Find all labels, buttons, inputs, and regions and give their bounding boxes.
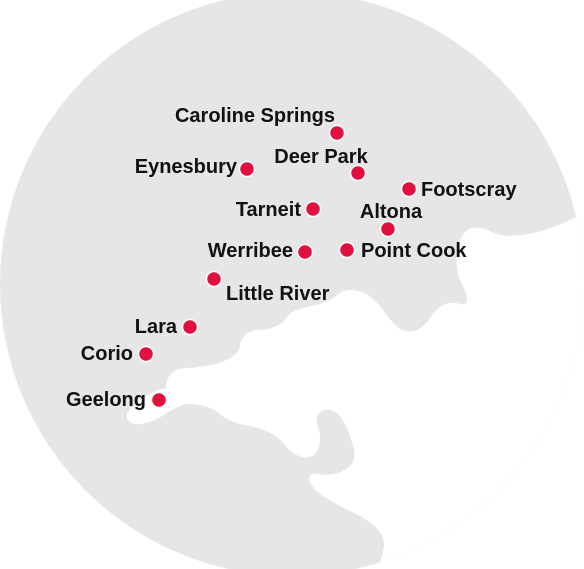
- label-eynesbury: Eynesbury: [135, 156, 238, 178]
- marker-corio[interactable]: [137, 345, 155, 363]
- marker-deer-park[interactable]: [349, 164, 367, 182]
- label-werribee: Werribee: [208, 240, 293, 262]
- marker-little-river[interactable]: [205, 270, 223, 288]
- label-tarneit: Tarneit: [236, 199, 302, 221]
- place-markers: [137, 124, 418, 409]
- label-lara: Lara: [135, 316, 178, 338]
- marker-geelong[interactable]: [150, 391, 168, 409]
- label-altona: Altona: [360, 201, 423, 223]
- label-corio: Corio: [81, 343, 133, 365]
- label-caroline-springs: Caroline Springs: [175, 105, 335, 127]
- marker-footscray[interactable]: [400, 180, 418, 198]
- label-geelong: Geelong: [66, 389, 146, 411]
- marker-altona[interactable]: [379, 220, 397, 238]
- label-little-river: Little River: [226, 283, 330, 305]
- marker-lara[interactable]: [181, 318, 199, 336]
- marker-point-cook[interactable]: [338, 241, 356, 259]
- marker-tarneit[interactable]: [304, 200, 322, 218]
- port-phillip-bay-water: [166, 212, 584, 569]
- marker-eynesbury[interactable]: [238, 160, 256, 178]
- label-footscray: Footscray: [421, 179, 517, 201]
- marker-caroline-springs[interactable]: [328, 124, 346, 142]
- label-deer-park: Deer Park: [274, 146, 368, 168]
- label-point-cook: Point Cook: [361, 240, 467, 262]
- marker-werribee[interactable]: [296, 243, 314, 261]
